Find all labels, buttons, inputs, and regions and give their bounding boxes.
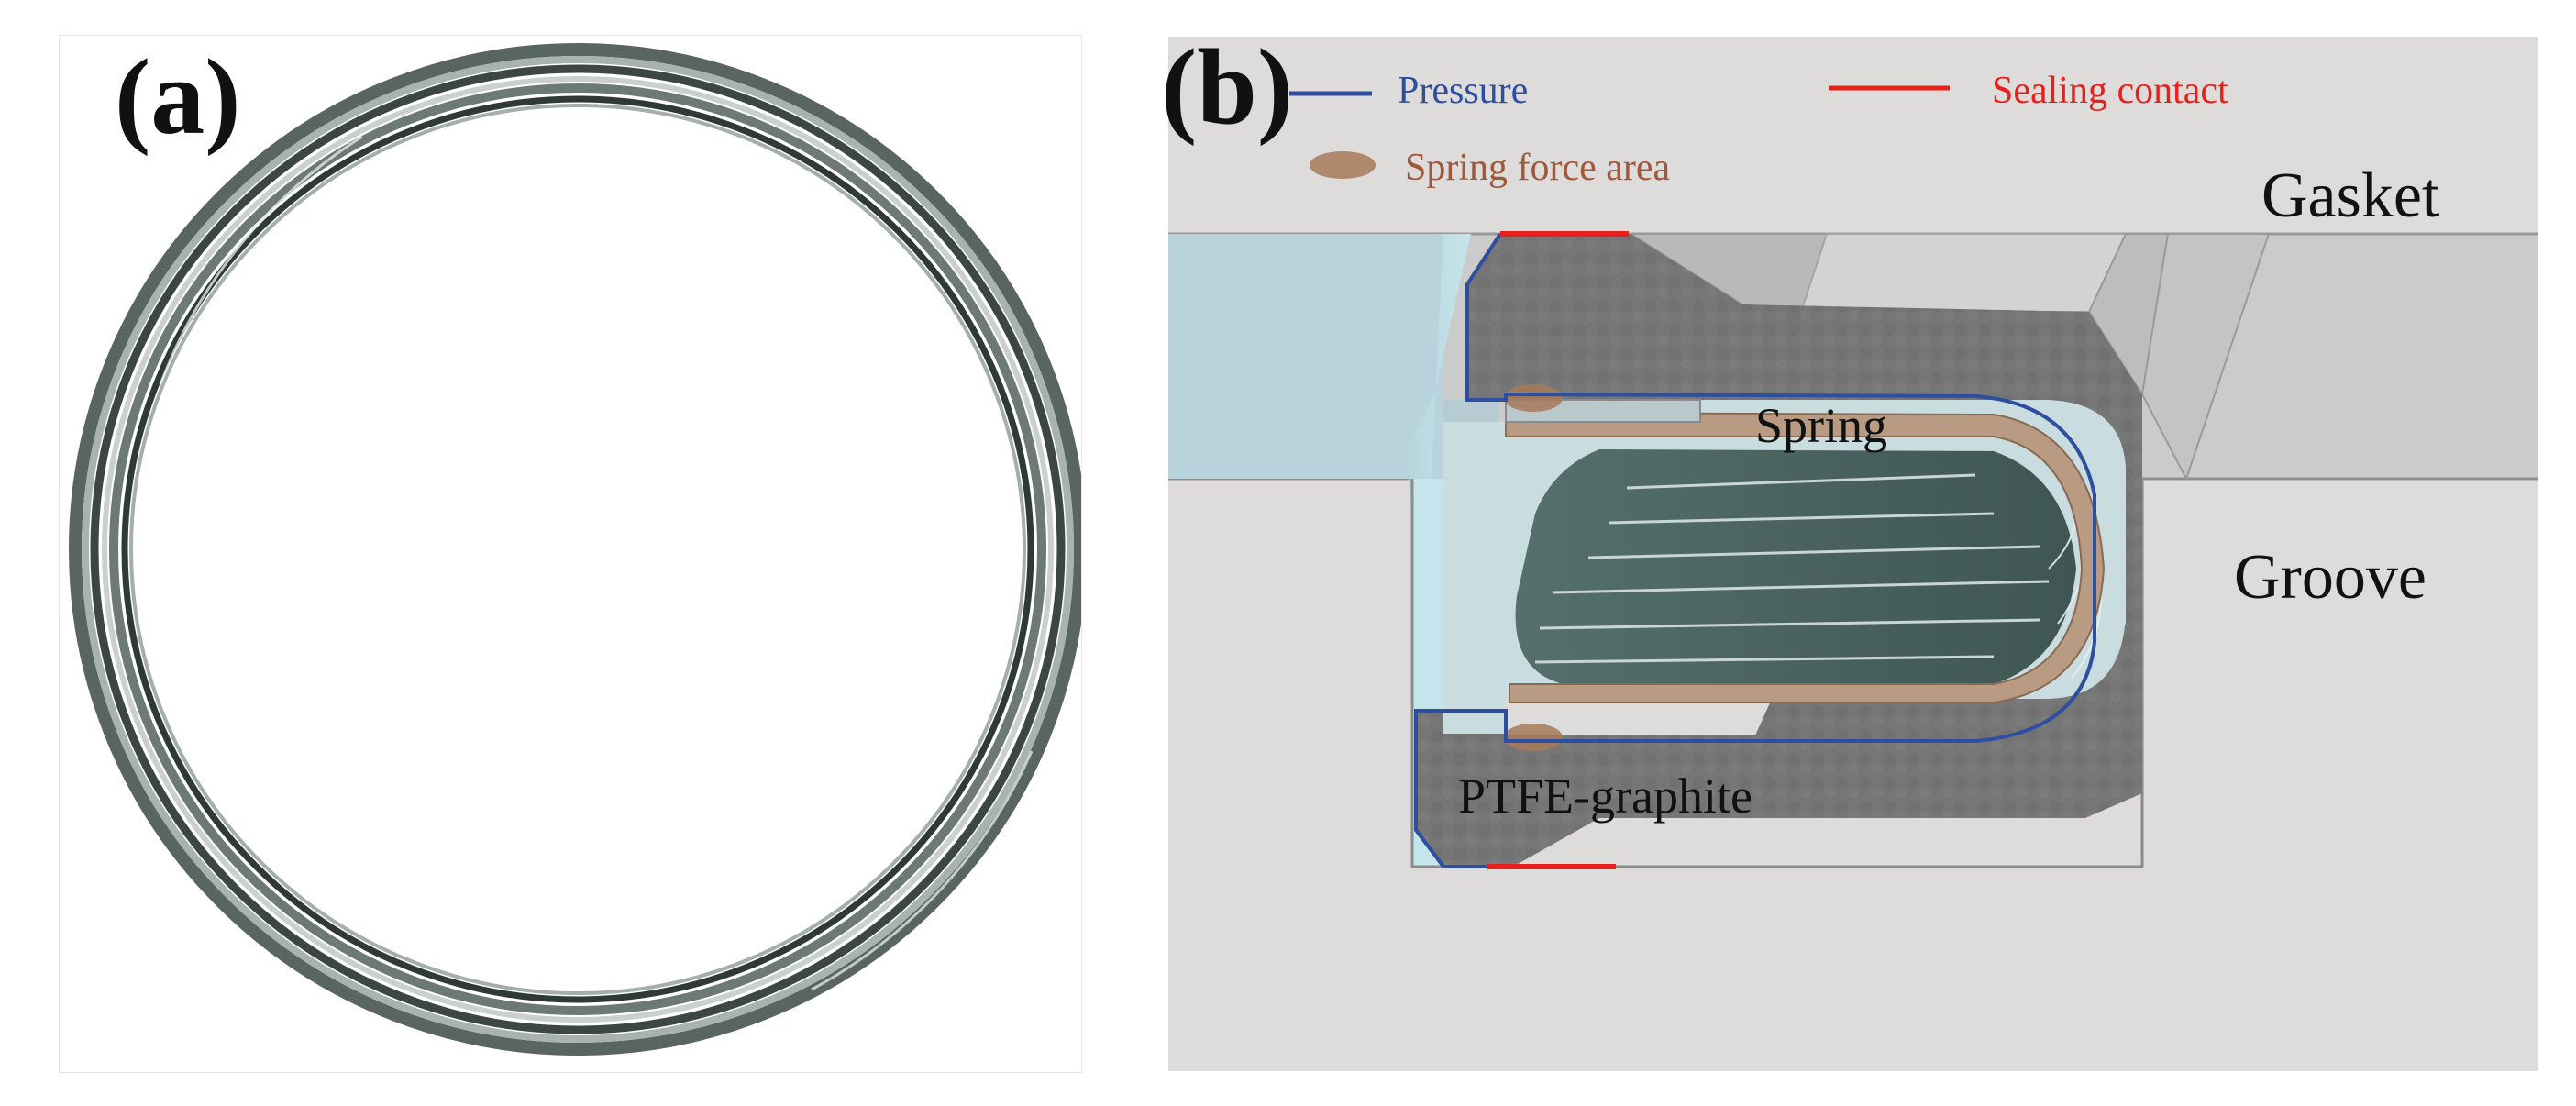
legend-spring-force-label: Spring force area xyxy=(1405,147,1671,189)
seal-ring-outer xyxy=(69,43,1087,1056)
pressure-medium xyxy=(1168,234,1443,479)
legend-spring-force-swatch xyxy=(1310,151,1376,179)
ptfe-graphite-label: PTFE-graphite xyxy=(1458,769,1752,824)
spring-force-area-bottom xyxy=(1504,724,1563,751)
panel-a: (a) xyxy=(59,35,1087,1073)
seal-ring-photo xyxy=(69,43,1087,1056)
spring-wires xyxy=(1534,473,2050,664)
legend-sealing-label: Sealing contact xyxy=(1992,70,2228,112)
spring-coil xyxy=(1515,449,2076,684)
seal-body xyxy=(1416,234,2142,867)
panel-b: Pressure Sealing contact Spring force ar… xyxy=(1161,33,2538,1071)
legend-pressure-label: Pressure xyxy=(1398,70,1528,112)
spring-force-area-top xyxy=(1504,384,1563,412)
seal-cross-section: Pressure Sealing contact Spring force ar… xyxy=(1168,37,2538,1071)
gasket-label: Gasket xyxy=(2261,160,2440,231)
panel-a-label: (a) xyxy=(115,37,241,157)
panel-b-label: (b) xyxy=(1161,27,1294,147)
spring-jacket xyxy=(1505,411,2106,703)
groove-label: Groove xyxy=(2234,542,2427,613)
seal-ring-inner xyxy=(121,95,1034,1003)
spring-label: Spring xyxy=(1755,398,1887,453)
pressure-lines xyxy=(1414,232,2096,868)
